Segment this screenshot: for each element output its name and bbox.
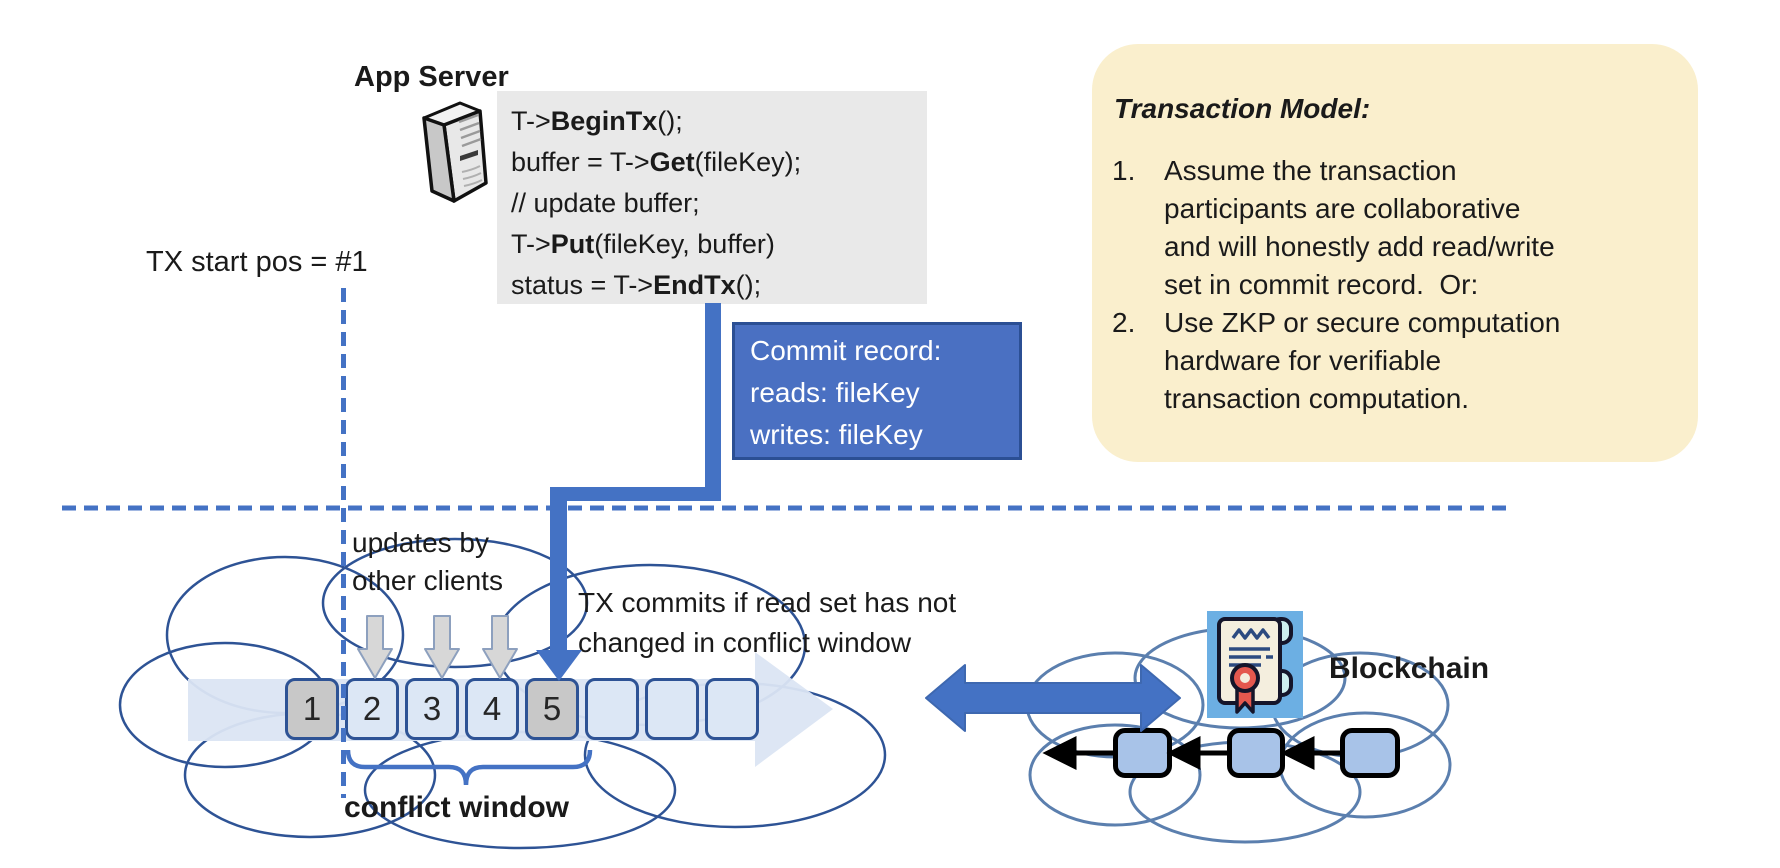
- tx-commit-note: TX commits if read set has not changed i…: [578, 587, 957, 658]
- code-line: T->Put(fileKey, buffer): [511, 229, 775, 259]
- update-arrow-icon: [424, 615, 460, 679]
- certificate-scroll-icon: [1207, 611, 1303, 718]
- commit-record-title: Commit record:: [750, 335, 942, 366]
- server-icon: [422, 101, 488, 203]
- updates-by-other-clients-label: updates by other clients: [352, 527, 503, 596]
- timeline-block-2: 2: [345, 678, 399, 740]
- chain-link-arrows: [1042, 735, 1341, 771]
- timeline-block-6: [585, 678, 639, 740]
- code-line: T->BeginTx();: [511, 106, 683, 136]
- chain-block-1: [1113, 728, 1172, 778]
- commit-record-writes: writes: fileKey: [750, 419, 923, 450]
- chain-block-2: [1227, 728, 1285, 778]
- commit-record-reads: reads: fileKey: [750, 377, 920, 408]
- sync-double-arrow: [925, 664, 1181, 732]
- chain-block-3: [1340, 728, 1400, 778]
- app-server-title: App Server: [354, 61, 509, 93]
- list-number: 1.: [1112, 155, 1136, 186]
- update-arrow-icon: [357, 615, 393, 679]
- code-line: buffer = T->Get(fileKey);: [511, 147, 802, 177]
- transaction-code-block: T->BeginTx(); buffer = T->Get(fileKey); …: [497, 91, 927, 304]
- tx-start-pos-label: TX start pos = #1: [146, 246, 368, 278]
- transaction-model-panel: [1092, 44, 1698, 462]
- blockchain-label: Blockchain: [1329, 652, 1490, 685]
- timeline-block-8: [705, 678, 759, 740]
- timeline-block-7: [645, 678, 699, 740]
- transaction-model-item-2: 2. Use ZKP or secure computation hardwar…: [1112, 304, 1560, 418]
- timeline-block-1: 1: [285, 678, 339, 740]
- code-line: status = T->EndTx();: [511, 270, 762, 300]
- code-line: // update buffer;: [511, 188, 700, 218]
- transaction-model-title: Transaction Model:: [1114, 93, 1371, 124]
- timeline-block-4: 4: [465, 678, 519, 740]
- conflict-window-brace: [345, 749, 593, 786]
- list-item-text: Use ZKP or secure computation hardware f…: [1164, 307, 1561, 414]
- commit-record-box: Commit record: reads: fileKey writes: fi…: [732, 322, 1022, 460]
- timeline-block-3: 3: [405, 678, 459, 740]
- update-arrow-icon: [482, 615, 518, 679]
- conflict-window-label: conflict window: [344, 791, 569, 824]
- transaction-model-item-1: 1. Assume the transaction participants a…: [1112, 152, 1555, 304]
- update-arrows: [357, 615, 518, 679]
- list-item-text: Assume the transaction participants are …: [1164, 155, 1555, 300]
- timeline-block-5: 5: [525, 678, 579, 740]
- list-number: 2.: [1112, 307, 1136, 338]
